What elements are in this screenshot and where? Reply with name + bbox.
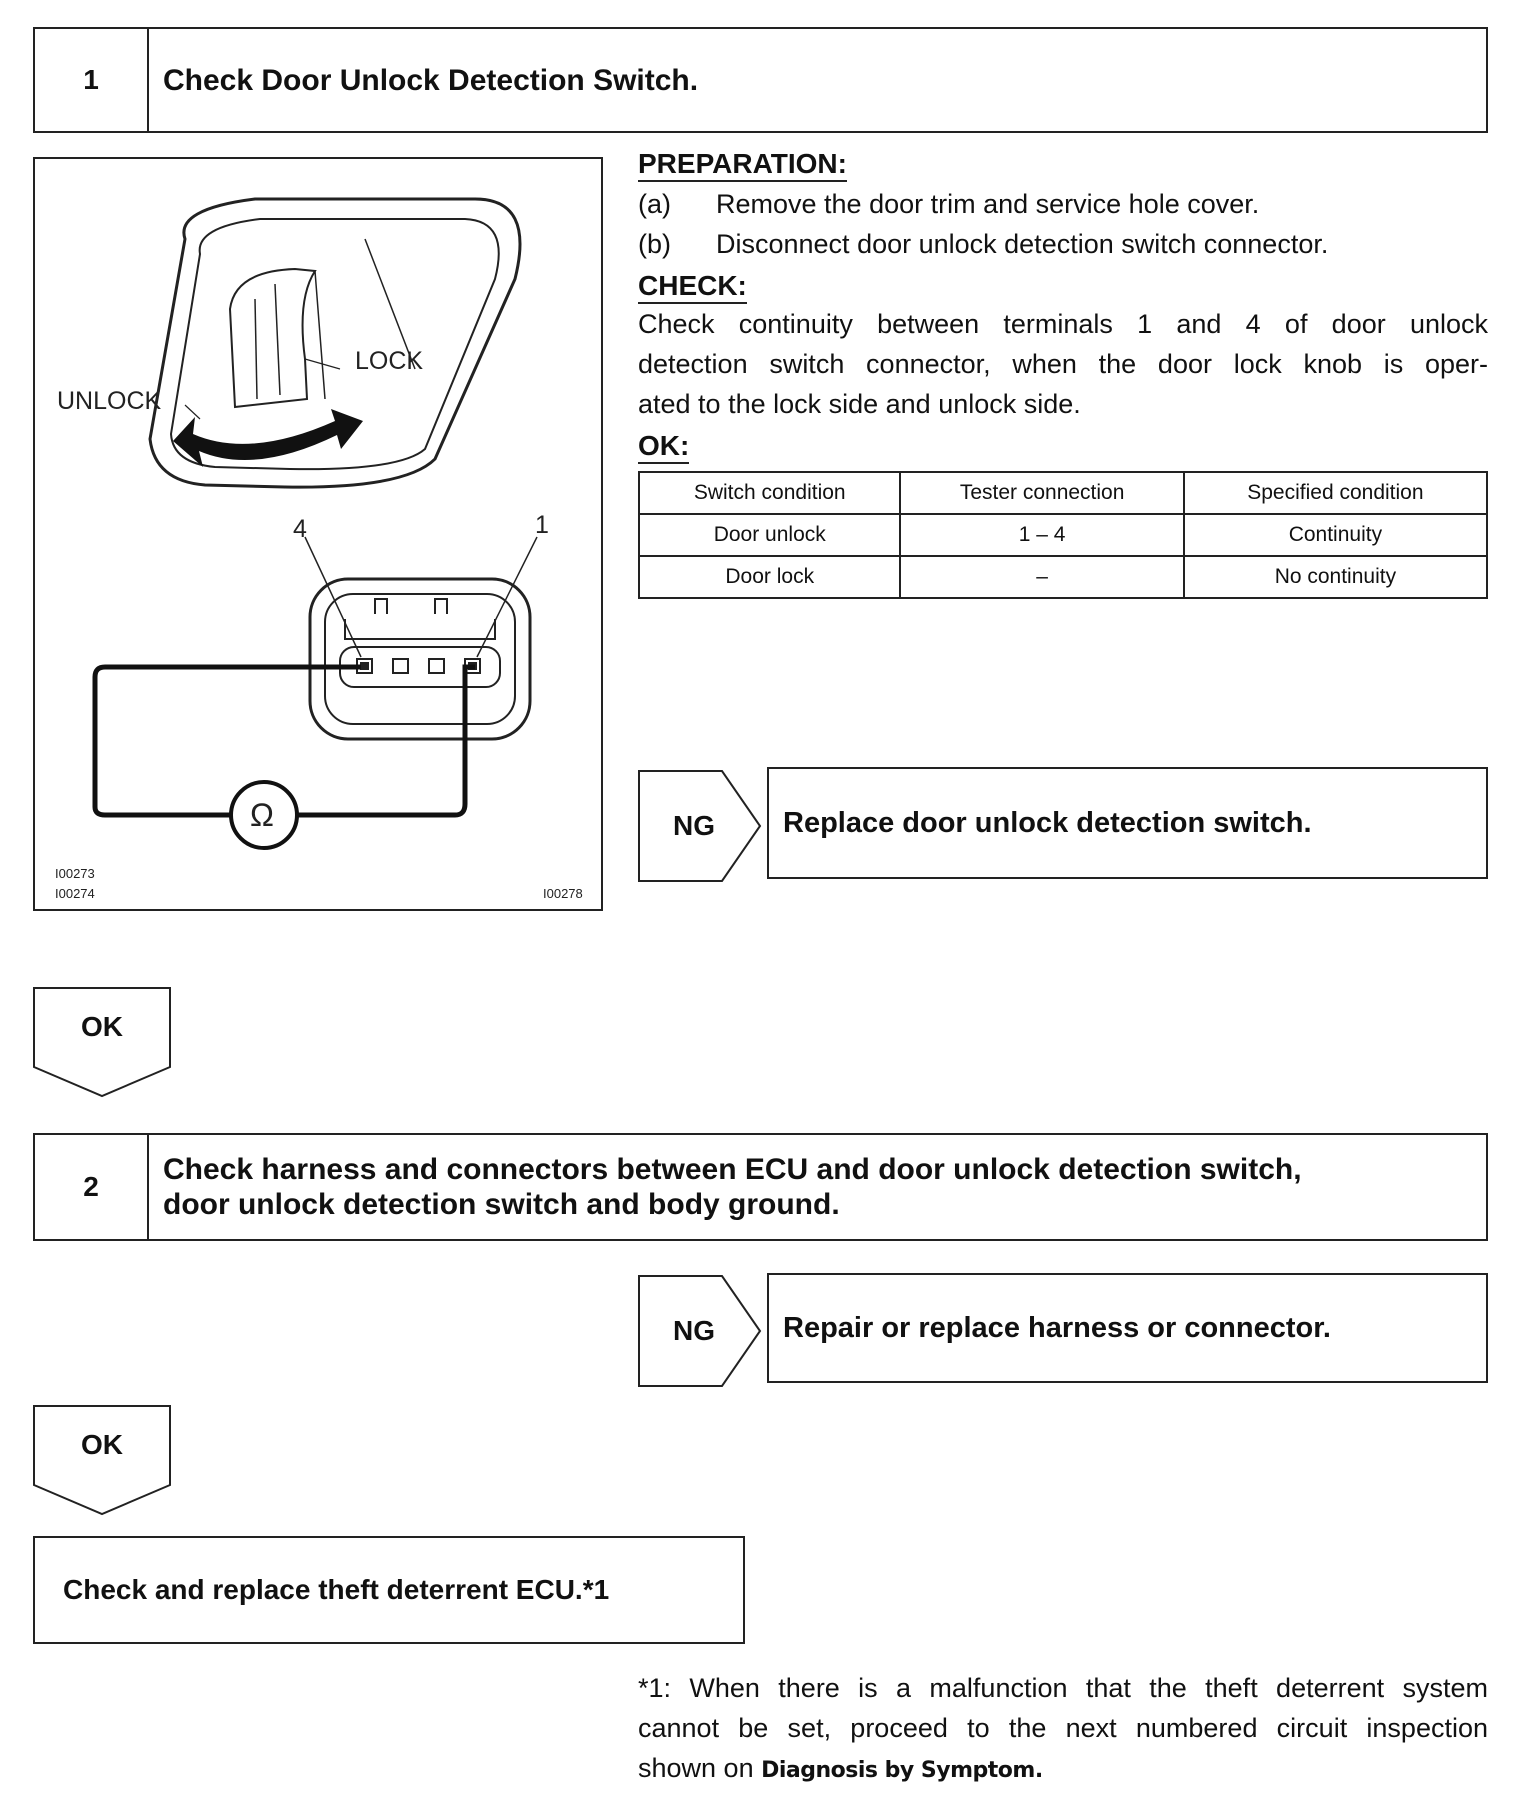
check-line-2: detection switch connector, when the doo…: [638, 349, 1488, 379]
unlock-label: UNLOCK: [57, 387, 162, 415]
table-cell: –: [899, 555, 1185, 599]
door-switch-illustration: UNLOCK LOCK 4 1 Ω I00273 I00274 I00278: [33, 157, 603, 911]
item-label: (a): [638, 189, 671, 219]
footnote-line-3: shown on Diagnosis by Symptom.: [638, 1748, 1488, 1791]
illustration-drawing: [92, 197, 538, 850]
preparation-heading: PREPARATION:: [638, 148, 847, 182]
step-2-header: 2 Check harness and connectors between E…: [33, 1133, 1488, 1241]
ok-tag-1: OK: [33, 987, 171, 1099]
column-header: Specified condition: [1182, 471, 1489, 515]
table-cell: Continuity: [1182, 513, 1489, 557]
step-number: 1: [35, 29, 149, 131]
diagnosis-reference: Diagnosis by Symptom.: [761, 1758, 1043, 1783]
step-title: Check harness and connectors between ECU…: [163, 1135, 1476, 1239]
table-cell: 1 – 4: [899, 513, 1185, 557]
ohm-meter-symbol: Ω: [250, 797, 274, 833]
step-1-header: 1 Check Door Unlock Detection Switch.: [33, 27, 1488, 133]
ng-label: NG: [673, 810, 715, 841]
ng-arrow-shape: [638, 770, 762, 882]
pin-4-label: 4: [293, 515, 307, 543]
ng-action-2: Repair or replace harness or connector.: [767, 1273, 1488, 1383]
ok-arrow-shape: [33, 987, 171, 1098]
footnote: *1: When there is a malfunction that the…: [638, 1668, 1488, 1791]
table-cell: No continuity: [1182, 555, 1489, 599]
ng-tag-1: NG: [638, 770, 768, 882]
item-label: (b): [638, 229, 671, 259]
ng-action-1: Replace door unlock detection switch.: [767, 767, 1488, 879]
specification-table: Switch condition Tester connection Speci…: [637, 471, 1489, 599]
figure-id-1: I00273: [55, 866, 95, 881]
step-title: Check Door Unlock Detection Switch.: [163, 63, 699, 97]
lock-label: LOCK: [355, 347, 424, 375]
ok-label: OK: [81, 1429, 123, 1460]
column-header: Tester connection: [899, 471, 1185, 515]
item-text: Disconnect door unlock detection switch …: [716, 229, 1329, 259]
table-row: Door unlock 1 – 4 Continuity: [637, 513, 1489, 557]
pin-1-label: 1: [535, 511, 549, 539]
step-title-line-2: door unlock detection switch and body gr…: [163, 1188, 840, 1221]
final-action-box: Check and replace theft deterrent ECU.*1: [33, 1536, 745, 1644]
check-heading: CHECK:: [638, 270, 747, 304]
step-number: 2: [35, 1135, 149, 1239]
table-cell: Door unlock: [637, 513, 902, 557]
table-header-row: Switch condition Tester connection Speci…: [637, 471, 1489, 515]
step-title-line-1: Check harness and connectors between ECU…: [163, 1153, 1302, 1186]
table-row: Door lock – No continuity: [637, 555, 1489, 599]
figure-id-3: I00278: [543, 886, 583, 901]
preparation-item-b: (b) Disconnect door unlock detection swit…: [638, 224, 1328, 264]
footnote-line-2: cannot be set, proceed to the next numbe…: [638, 1713, 1488, 1743]
footnote-prefix: shown on: [638, 1753, 762, 1783]
ok-heading: OK:: [638, 430, 690, 464]
ok-tag-2: OK: [33, 1405, 171, 1517]
column-header: Switch condition: [637, 471, 902, 515]
figure-id-2: I00274: [55, 886, 95, 901]
footnote-line-1: *1: When there is a malfunction that the…: [638, 1673, 1488, 1703]
check-line-3: ated to the lock side and unlock side.: [638, 389, 1081, 419]
table-cell: Door lock: [637, 555, 902, 599]
check-line-1: Check continuity between terminals 1 and…: [638, 309, 1488, 339]
ng-arrow-shape: [638, 1275, 762, 1387]
preparation-item-a: (a) Remove the door trim and service hole…: [638, 184, 1259, 224]
ok-arrow-shape: [33, 1405, 171, 1516]
ng-label: NG: [673, 1315, 715, 1346]
ok-label: OK: [81, 1011, 123, 1042]
ng-tag-2: NG: [638, 1275, 768, 1387]
item-text: Remove the door trim and service hole co…: [716, 189, 1260, 219]
